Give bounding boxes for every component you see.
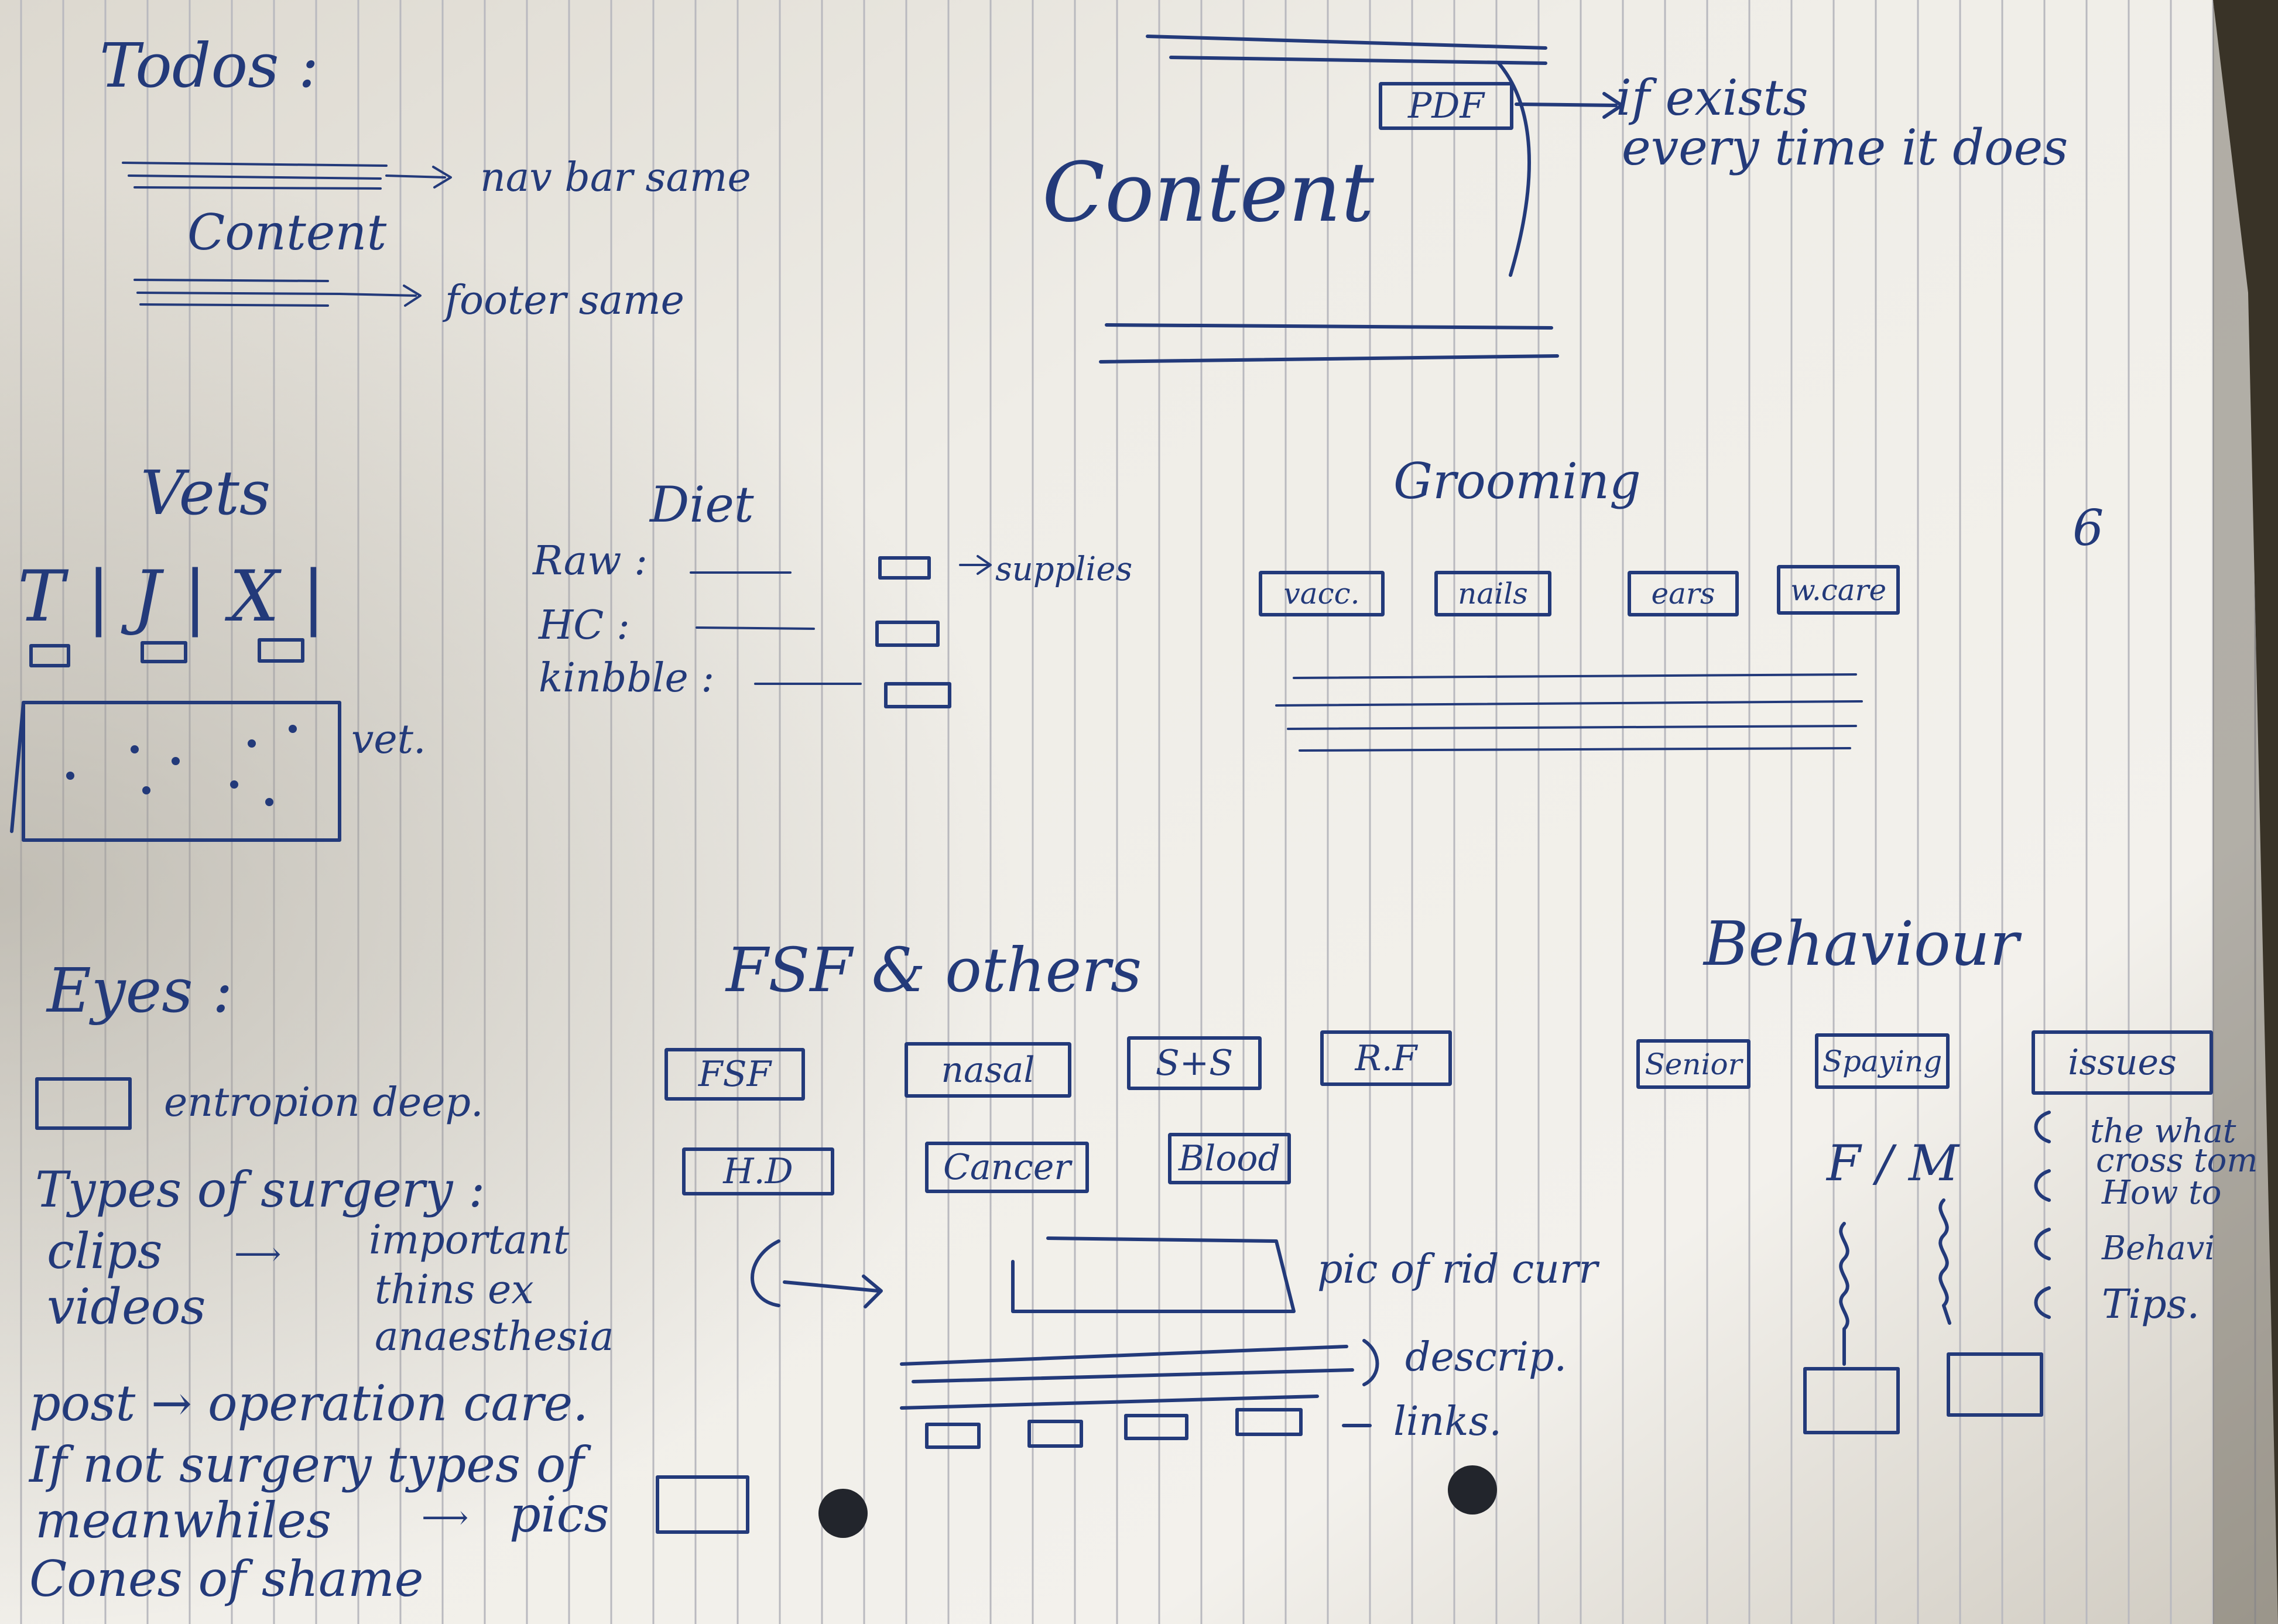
cancer-button[interactable]: Cancer [925, 1142, 1089, 1193]
entropion-label: entropion deep. [164, 1080, 484, 1126]
female-male-label: F / M [1827, 1135, 1959, 1192]
binder-hole [818, 1489, 868, 1538]
grooming-title: Grooming [1393, 453, 1641, 510]
diet-row-kibble: kinbble : [539, 655, 715, 701]
if-not-surgery: If not surgery types of [29, 1436, 584, 1493]
pdf-note-line-1: if exists [1616, 69, 1808, 126]
issues-item-4: Behavi [2102, 1229, 2215, 1267]
issues-item-2: cross tom [2096, 1142, 2258, 1180]
entropion-checkbox[interactable] [35, 1077, 132, 1130]
supplies-note: supplies [995, 550, 1133, 588]
s-and-s-button[interactable]: S+S [1127, 1036, 1262, 1090]
male-box[interactable] [1947, 1352, 2043, 1417]
pics-label: pics [509, 1486, 609, 1543]
surgery-videos: videos [47, 1278, 206, 1335]
todos-title: Todos : [100, 30, 319, 101]
nav-bar-note: nav bar same [480, 155, 751, 201]
todos-content-label: Content [187, 204, 387, 261]
post-op-care: post → operation care. [29, 1375, 588, 1432]
things-ex-note: thins ex [375, 1267, 534, 1313]
fsf-button[interactable]: FSF [664, 1048, 805, 1101]
vet-map-label: vet. [351, 717, 426, 763]
surgery-types-title: Types of surgery : [35, 1161, 485, 1218]
link-1[interactable] [925, 1423, 981, 1449]
vet-tab-t[interactable] [29, 644, 70, 667]
grooming-nails-button[interactable]: nails [1434, 571, 1551, 616]
issues-item-5: Tips. [2102, 1282, 2200, 1328]
vets-tabs: T | J | X | [18, 556, 326, 638]
page-number: 6 [2073, 499, 2104, 557]
spaying-button[interactable]: Spaying [1815, 1033, 1950, 1089]
links-label: links. [1393, 1399, 1502, 1445]
diet-raw-box[interactable] [878, 556, 931, 580]
anaesthesia-note: anaesthesia [375, 1314, 614, 1360]
diet-title: Diet [650, 476, 754, 533]
important-note: important [369, 1217, 570, 1263]
footer-note: footer same [445, 277, 684, 324]
link-4[interactable] [1235, 1408, 1303, 1436]
blood-button[interactable]: Blood [1168, 1133, 1291, 1184]
arrow-clips: ⟶ [234, 1235, 282, 1273]
grooming-vacc-button[interactable]: vacc. [1259, 571, 1385, 616]
nasal-button[interactable]: nasal [905, 1042, 1071, 1098]
issues-item-1: the what [2090, 1112, 2236, 1150]
description-label: descrip. [1405, 1334, 1567, 1380]
diet-row-hc: HC : [539, 602, 630, 649]
cones-of-shame: Cones of shame [29, 1550, 424, 1608]
pics-box[interactable] [656, 1475, 749, 1534]
issues-button[interactable]: issues [2032, 1030, 2213, 1095]
binder-hole [1448, 1465, 1497, 1515]
grooming-ears-button[interactable]: ears [1628, 571, 1739, 616]
surgery-clips: clips [47, 1222, 163, 1280]
rf-button[interactable]: R.F [1320, 1030, 1452, 1086]
female-box[interactable] [1803, 1367, 1900, 1434]
vet-tab-x[interactable] [258, 638, 304, 663]
eyes-title: Eyes : [47, 955, 233, 1026]
link-3[interactable] [1124, 1414, 1188, 1440]
senior-button[interactable]: Senior [1636, 1039, 1751, 1089]
picture-label: pic of rid curr [1317, 1246, 1598, 1293]
pdf-note-line-2: every time it does [1622, 119, 2068, 176]
diet-row-raw: Raw : [533, 538, 648, 584]
fsf-title: FSF & others [726, 934, 1142, 1006]
hd-button[interactable]: H.D [682, 1147, 834, 1195]
diet-kibble-box[interactable] [884, 682, 951, 708]
link-2[interactable] [1027, 1420, 1083, 1448]
pdf-button[interactable]: PDF [1379, 82, 1513, 130]
vet-tab-j[interactable] [141, 641, 187, 663]
diet-hc-box[interactable] [875, 621, 940, 647]
issues-item-3: How to [2102, 1174, 2222, 1212]
behaviour-title: Behaviour [1704, 908, 2019, 979]
vets-title: Vets [141, 457, 271, 529]
arrow-pics: ⟶ [422, 1499, 469, 1537]
meanwhile-label: meanwhiles [35, 1492, 332, 1549]
grooming-wound-care-button[interactable]: w.care [1777, 565, 1900, 615]
content-page-title: Content [1042, 145, 1375, 241]
